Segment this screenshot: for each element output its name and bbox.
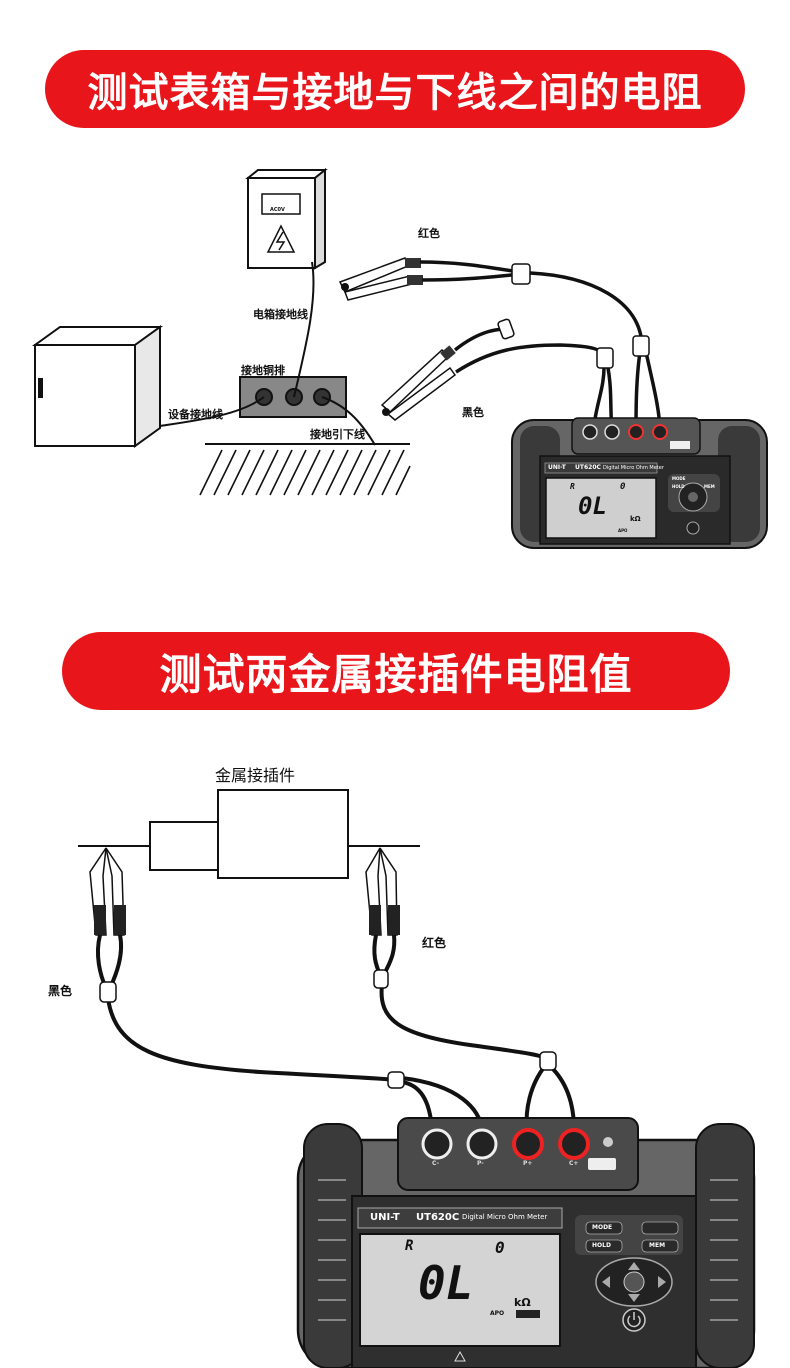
label-box-ground-wire: 电箱接地线 (253, 308, 308, 321)
cable-connectors-1 (497, 263, 650, 369)
terminal-label-2: P- (477, 1160, 484, 1167)
section1-diagram (31, 167, 768, 549)
ground-hatch (199, 443, 411, 496)
label-black-1: 黑色 (462, 406, 484, 419)
meter-small-zero: 0 (620, 482, 626, 492)
meter-small (511, 417, 768, 549)
label-metal-connector: 金属接插件 (215, 766, 296, 785)
label-red-2: 红色 (422, 936, 447, 950)
section1-title-banner: 测试表箱与接地与下线之间的电阻 (45, 50, 745, 128)
meter-model: UT620C (416, 1212, 460, 1223)
label-ground-down-lead: 接地引下线 (310, 428, 365, 441)
meter-range-indicator: R (405, 1238, 414, 1254)
meter-small-mode: MODE (672, 476, 686, 481)
ground-wires (159, 261, 376, 446)
meter-zero-indicator: 0 (495, 1238, 505, 1257)
meter-small-display: 0L (578, 492, 607, 520)
meter-unit: kΩ (514, 1296, 531, 1309)
section2-title-banner: 测试两金属接插件电阻值 (62, 632, 730, 710)
metal-connector (78, 789, 420, 879)
red-clip-2 (365, 847, 400, 936)
equipment-cabinet (31, 325, 164, 448)
meter-mode-button: MODE (592, 1224, 613, 1231)
box-symbol-label: AC0V (270, 207, 285, 213)
red-clip-top (338, 257, 423, 301)
ground-copper-bar (239, 376, 347, 418)
meter-small-mem: MEM (704, 484, 715, 489)
cable-connectors-2 (99, 969, 557, 1089)
terminal-label-1: C- (432, 1160, 440, 1167)
label-red-1: 红色 (418, 227, 440, 240)
meter-display-value: 0L (418, 1256, 474, 1310)
meter-hold-button: HOLD (592, 1242, 611, 1249)
black-clip-2 (89, 847, 126, 936)
meter-mem-button: MEM (649, 1242, 666, 1249)
meter-small-hold: HOLD (672, 484, 685, 489)
meter-small-description: Digital Micro Ohm Meter (603, 465, 664, 471)
meter-large (296, 1117, 756, 1368)
label-ground-copper-bar: 接地铜排 (241, 364, 285, 377)
section2-diagram (78, 789, 756, 1368)
meter-description: Digital Micro Ohm Meter (462, 1213, 548, 1221)
meter-small-apo: APO (618, 528, 628, 533)
meter-small-range: R (570, 482, 575, 491)
section1-title: 测试表箱与接地与下线之间的电阻 (87, 70, 703, 116)
test-cables-2 (95, 934, 576, 1131)
label-equipment-ground-wire: 设备接地线 (168, 408, 223, 421)
meter-brand: UNI-T (370, 1212, 400, 1223)
meter-small-unit: kΩ (630, 515, 641, 523)
meter-small-brand: UNI-T (548, 464, 566, 471)
test-cables-1 (419, 260, 662, 433)
terminal-label-3: P+ (523, 1160, 533, 1167)
black-clip (380, 345, 457, 421)
section2-title: 测试两金属接插件电阻值 (159, 649, 633, 699)
meter-apo: APO (490, 1310, 505, 1317)
label-black-2: 黑色 (48, 984, 73, 998)
electric-box (245, 167, 328, 270)
meter-small-model: UT620C (575, 464, 601, 471)
terminal-label-4: C+ (569, 1160, 579, 1167)
